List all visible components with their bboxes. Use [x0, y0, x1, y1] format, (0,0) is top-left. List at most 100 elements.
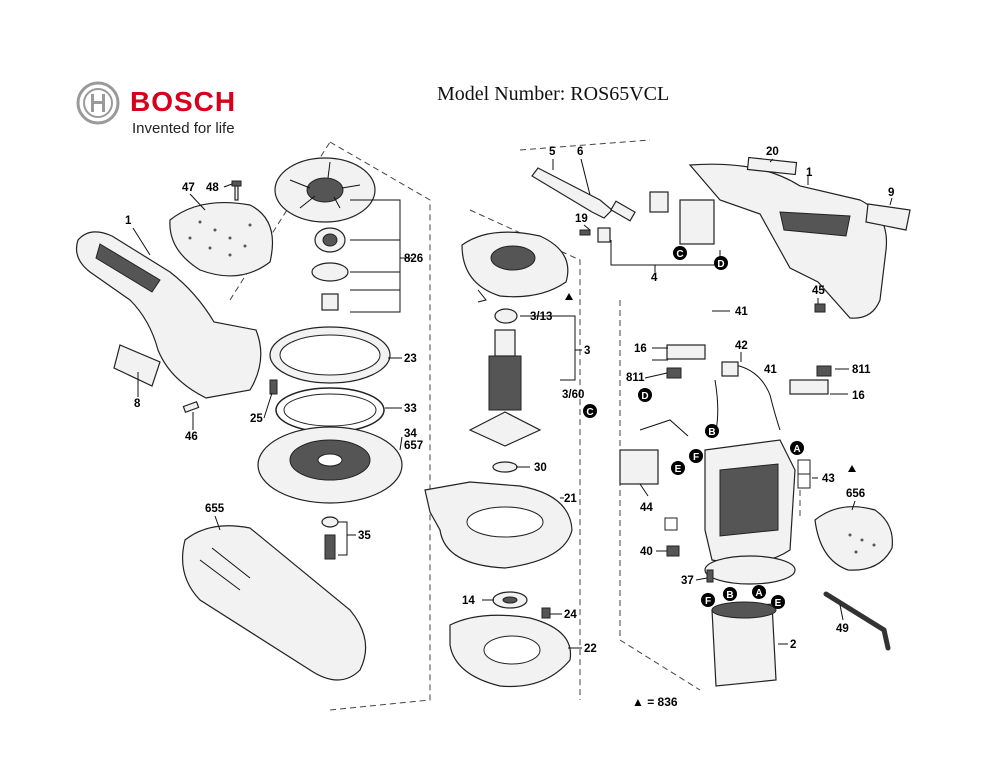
callout-label: 48 [206, 182, 219, 194]
callout-label: 3 [584, 345, 590, 357]
shroud-part-22 [449, 614, 572, 688]
svg-text:E: E [675, 464, 682, 475]
marker-e-icon: E [771, 595, 785, 609]
switch-part-4 [649, 191, 715, 245]
marker-a-icon: A [790, 441, 804, 455]
housing-half-part-1 [75, 231, 262, 399]
marker-b-icon: B [723, 587, 737, 601]
callout-label: 2 [790, 639, 796, 651]
bearing-part-14 [492, 591, 528, 609]
svg-text:F: F [693, 452, 699, 463]
svg-text:D: D [641, 391, 648, 402]
callout-label: 30 [534, 462, 547, 474]
callout-label: 33 [404, 403, 417, 415]
screw-part-40 [666, 545, 680, 557]
pin-part-24 [541, 607, 551, 619]
housing-half-part-1-right [688, 163, 888, 319]
marker-e-icon: E [671, 461, 685, 475]
callout-label: 45 [812, 285, 825, 297]
callout-label: 5 [549, 146, 556, 158]
washer-part-30 [492, 461, 518, 473]
fan-assembly-part-826 [274, 157, 376, 311]
callout-label: 21 [564, 493, 577, 505]
callout-label: 23 [404, 353, 417, 365]
screw-part-48 [231, 180, 242, 201]
callout-label: 3/13 [530, 311, 552, 323]
screw-part-46 [182, 401, 200, 413]
callout-label: 14 [462, 595, 475, 607]
svg-text:B: B [726, 590, 733, 601]
triangle-legend: ▲ = 836 [632, 695, 678, 709]
brand-name: BOSCH [130, 86, 237, 117]
callout-label: 43 [822, 473, 835, 485]
triangle-markers [565, 293, 856, 472]
callout-label: 1 [125, 215, 132, 227]
callout-label: 657 [404, 440, 423, 452]
svg-text:E: E [775, 598, 782, 609]
hex-key-part-49 [823, 591, 891, 651]
motor-housing-part [704, 439, 796, 585]
gear-housing-part-21 [424, 481, 573, 569]
callout-label: 6 [577, 146, 583, 158]
armature-part-3 [468, 329, 542, 447]
leader-lines [132, 158, 893, 649]
dust-cover-part-47 [169, 201, 274, 277]
callout-label: 47 [182, 182, 195, 194]
callout-label: 16 [852, 390, 865, 402]
svg-text:B: B [708, 427, 715, 438]
callout-label: 40 [640, 546, 653, 558]
callout-label: 44 [640, 502, 653, 514]
callout-label: 811 [852, 364, 871, 376]
callout-label: 9 [888, 187, 894, 199]
nut-part-45 [814, 303, 826, 313]
speed-control-part-44 [619, 419, 689, 485]
callout-label: 41 [764, 364, 777, 376]
handle-part-656 [814, 506, 893, 571]
callout-label: 35 [358, 530, 371, 542]
svg-text:A: A [755, 588, 762, 599]
callout-label: 37 [681, 575, 694, 587]
svg-text:F: F [705, 596, 711, 607]
bearing-part-3-13 [494, 308, 518, 324]
callout-label: 19 [575, 213, 588, 225]
svg-text:D: D [717, 259, 724, 270]
callout-label: 4 [651, 272, 658, 284]
washer-part-35 [321, 516, 339, 560]
callout-label: 42 [735, 340, 748, 352]
callout-label: 25 [250, 413, 263, 425]
callout-label: 811 [626, 372, 645, 384]
callout-label: 656 [846, 488, 865, 500]
callout-label: 49 [836, 623, 849, 635]
svg-text:C: C [586, 407, 593, 418]
callout-label: 20 [766, 146, 779, 158]
marker-f-icon: F [701, 593, 715, 607]
callout-label: 22 [584, 643, 597, 655]
callout-label: 34 [404, 428, 417, 440]
callout-label: 16 [634, 343, 647, 355]
callout-label: 3/60 [562, 389, 584, 401]
label-part-9 [865, 203, 911, 231]
callout-label: 1 [806, 167, 813, 179]
letter-markers: C D D C B A F E B A F E [583, 246, 804, 609]
backing-pad-part-34 [257, 426, 403, 504]
marker-d-icon: D [714, 256, 728, 270]
ring-part-23 [269, 326, 391, 384]
box-part-43 [664, 459, 811, 531]
callout-label: 24 [564, 609, 577, 621]
field-coil-part-2 [711, 601, 777, 687]
carbon-brush-part-811 [666, 365, 832, 379]
bosch-logo-icon [76, 81, 120, 125]
model-number: Model Number: ROS65VCL [437, 83, 670, 105]
callout-label: 8 [134, 398, 141, 410]
callout-numbers: 1 47 48 8 46 25 826 23 33 34 657 655 35 … [125, 146, 894, 655]
dust-canister-part-655 [182, 525, 367, 681]
bearing-plate-part-836 [461, 231, 569, 303]
screw-part-19 [579, 227, 611, 243]
svg-text:C: C [676, 249, 683, 260]
brush-holder-part-16 [666, 344, 829, 395]
marker-c-icon: C [583, 404, 597, 418]
marker-c-icon: C [673, 246, 687, 260]
marker-b-icon: B [705, 424, 719, 438]
marker-f-icon: F [689, 449, 703, 463]
